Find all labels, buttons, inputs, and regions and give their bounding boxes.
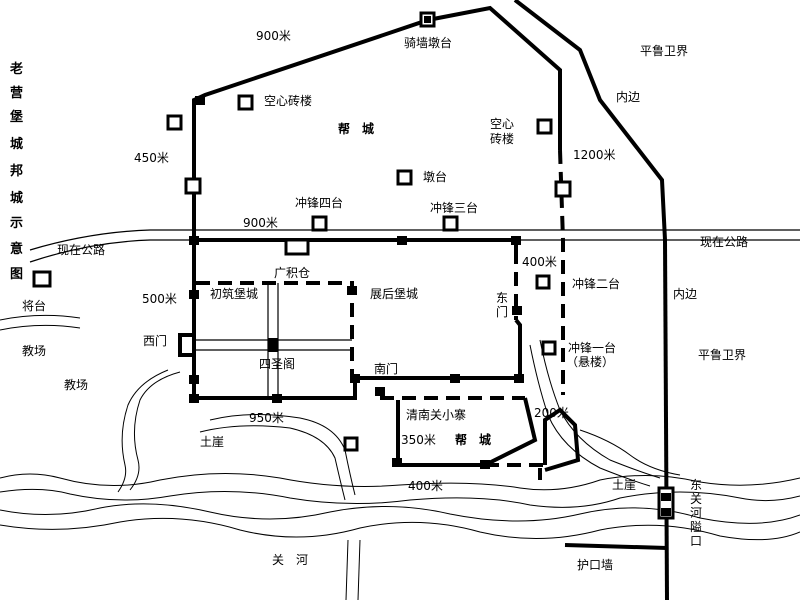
label-200: 200米: [534, 406, 569, 420]
label-qiqiang: 骑墙墩台: [404, 35, 452, 50]
label-road-left: 现在公路: [57, 242, 105, 257]
label-pinglu-top: 平鲁卫界: [640, 44, 688, 58]
label-ximen: 西门: [143, 333, 167, 348]
label-xuanlou: （悬楼）: [566, 354, 614, 369]
chongfeng-2: [535, 274, 551, 290]
gate-inner: [347, 286, 357, 295]
label-950: 950米: [249, 411, 284, 425]
svg-text:老: 老: [9, 61, 23, 77]
svg-text:意: 意: [10, 241, 23, 257]
kongxin-tower-2: [536, 118, 553, 135]
chongfeng-1: [541, 340, 557, 356]
chongfeng-4: [311, 215, 328, 232]
label-guanhe: 关 河: [272, 553, 308, 567]
label-dongguan-c: 河: [690, 506, 702, 520]
label-900-mid: 900米: [243, 216, 278, 230]
kongxin-tower-1: [237, 94, 254, 111]
jiangtai: [32, 270, 52, 288]
svg-text:城: 城: [10, 190, 23, 206]
label-350: 350米: [401, 433, 436, 447]
label-jiaochang-1: 教场: [22, 343, 46, 358]
gate-w2: [189, 375, 199, 384]
label-dongmen-b: 门: [496, 304, 508, 319]
label-neibian-top: 内边: [616, 90, 640, 104]
label-400-r: 400米: [522, 255, 557, 269]
label-400-b: 400米: [408, 479, 443, 493]
label-dongmen-a: 东: [496, 291, 508, 305]
gate-bang-s: [480, 460, 490, 469]
label-tuya-1: 土崖: [200, 435, 224, 449]
label-dongguan-d: 隘: [690, 519, 702, 534]
label-jiangtai: 将台: [22, 298, 46, 313]
label-chuzhu: 初筑堡城: [210, 286, 258, 301]
gate-s2: [350, 374, 360, 383]
gate-s1: [272, 394, 282, 403]
gate-sw: [189, 394, 199, 403]
gate-dongmen: [512, 306, 522, 315]
label-chong2: 冲锋二台: [572, 276, 620, 291]
wall-tower-w: [184, 177, 202, 195]
label-siwang: 四圣阁: [259, 357, 295, 371]
label-kongxin-2a: 空心: [490, 117, 514, 131]
label-dongguan-e: 口: [690, 534, 702, 548]
svg-text:邦: 邦: [10, 163, 23, 179]
label-chong1: 冲锋一台: [568, 340, 616, 355]
gate-nanmen: [375, 387, 385, 396]
label-450: 450米: [134, 151, 169, 165]
gate-n: [397, 236, 407, 245]
label-qingnan: 清南关小寨: [406, 407, 466, 422]
label-dongguan-a: 东: [690, 478, 702, 492]
south-tower: [343, 436, 359, 452]
label-900-top: 900米: [256, 29, 291, 43]
duntai-tower: [396, 169, 413, 186]
label-500: 500米: [142, 292, 177, 306]
label-duntai: 墩台: [423, 169, 447, 184]
gate-ne: [511, 236, 521, 245]
towers: [32, 11, 572, 452]
label-bangcheng-top: 帮 城: [338, 121, 374, 136]
label-kongxin-1: 空心砖楼: [264, 93, 312, 108]
label-zhanhou: 展后堡城: [370, 286, 418, 301]
gate-s3: [450, 374, 460, 383]
label-dongguan-b: 关: [690, 492, 702, 506]
label-1200: 1200米: [573, 148, 616, 162]
chongfeng-3: [442, 215, 459, 232]
label-kongxin-2b: 砖楼: [490, 131, 514, 146]
label-chong3: 冲锋三台: [430, 200, 478, 215]
river-network: [0, 314, 800, 600]
svg-text:营: 营: [10, 85, 23, 101]
label-hukou: 护口墙: [577, 558, 613, 572]
svg-text:图: 图: [10, 267, 23, 282]
gate-nw-corner: [195, 96, 205, 105]
label-neibian-mid: 内边: [673, 287, 697, 301]
label-nanmen: 南门: [374, 361, 398, 376]
gate-se: [514, 374, 524, 383]
label-tuya-2: 土崖: [612, 478, 636, 492]
label-pinglu-mid: 平鲁卫界: [698, 348, 746, 362]
gate-nw: [189, 236, 199, 245]
svg-text:示: 示: [10, 216, 23, 231]
modern-road: [29, 229, 800, 263]
svg-text:堡: 堡: [10, 109, 23, 125]
east-pass-wall: [564, 486, 675, 550]
siwang-pavilion: [268, 338, 278, 352]
guangji-granary: [284, 238, 310, 256]
label-chong4: 冲锋四台: [295, 195, 343, 210]
gate-w1: [189, 290, 199, 299]
gates: [189, 96, 524, 469]
gate-bang-sw: [392, 458, 402, 467]
label-jiaochang-2: 教场: [64, 377, 88, 392]
wall-tower-e: [554, 180, 572, 198]
svg-text:城: 城: [10, 136, 23, 152]
map-title-vertical: 老 营 堡 城 邦 城 示 意 图: [9, 61, 23, 282]
label-bangcheng-bot: 帮 城: [455, 432, 491, 447]
map-labels: 900米 骑墙墩台 平鲁卫界 内边 空心砖楼 帮 城 空心 砖楼 450米 12…: [22, 29, 748, 572]
label-guangji: 广积仓: [274, 266, 310, 280]
label-road-right: 现在公路: [700, 234, 748, 249]
watch-tower-w: [166, 114, 183, 131]
